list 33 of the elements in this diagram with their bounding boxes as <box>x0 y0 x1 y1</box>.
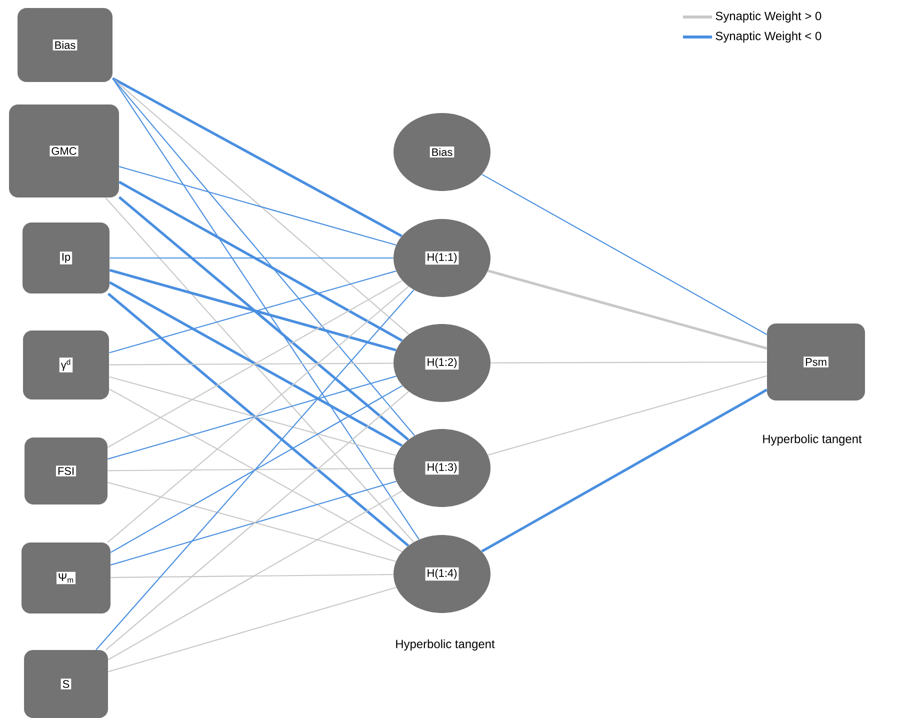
layer-label: Hyperbolic tangent <box>396 639 495 651</box>
legend-text: Synaptic Weight > 0 <box>716 11 822 23</box>
input-neuron-box: γ$^{d}$ <box>23 330 109 400</box>
connection-line <box>110 257 394 259</box>
connection-line <box>481 388 768 553</box>
output-neuron-box: Psm <box>767 324 865 400</box>
layer-label: Hyperbolic tangent <box>763 434 862 446</box>
connection-line <box>112 78 416 436</box>
input-neuron-box: GMC <box>9 104 119 198</box>
connection-line <box>118 196 410 441</box>
connection-line <box>482 174 768 335</box>
connection-line <box>112 77 402 238</box>
connection-line <box>490 362 767 364</box>
input-neuron-box: Bias <box>18 8 112 82</box>
connection-line <box>108 468 394 472</box>
connection-line <box>112 78 420 540</box>
connection-line <box>108 490 403 660</box>
connection-line <box>96 290 414 650</box>
legend-text: Synaptic Weight < 0 <box>716 31 822 43</box>
connection-line <box>118 180 403 342</box>
connection-line <box>488 270 768 350</box>
input-neuron-box: S <box>24 650 108 718</box>
connection-line <box>112 78 410 335</box>
connection-line <box>119 166 396 246</box>
input-neuron-box: FSI <box>24 438 108 504</box>
connection-line <box>488 375 767 456</box>
connection-line <box>105 197 414 543</box>
connection-line <box>109 362 394 366</box>
connection-line <box>110 574 394 578</box>
connection-line <box>108 586 396 672</box>
input-neuron-box: Ip <box>22 222 110 294</box>
connection-line <box>106 391 409 650</box>
input-neuron-box: Ψ$_{m}$ <box>22 542 110 614</box>
